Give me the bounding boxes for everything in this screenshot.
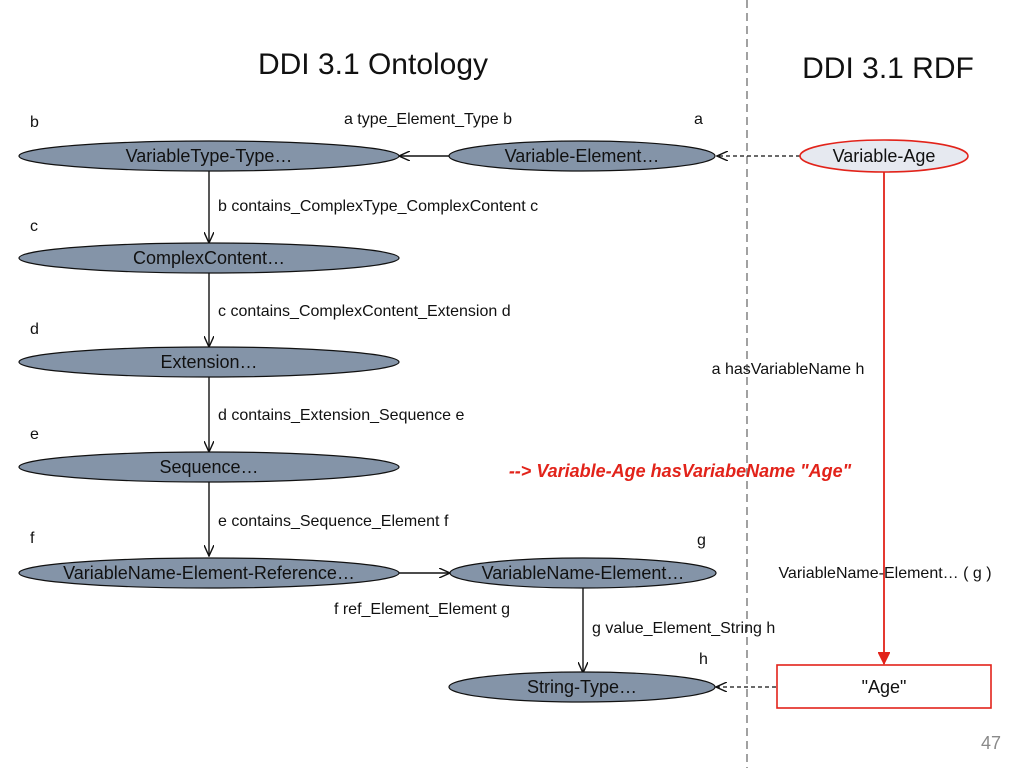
edge-label-contains-sequence: d contains_Extension_Sequence e [218, 407, 465, 424]
node-variable-type-type-label: VariableType-Type… [126, 146, 293, 166]
letter-e: e [30, 426, 39, 443]
letter-f: f [30, 530, 35, 547]
letter-a: a [694, 111, 703, 128]
edge-label-contains-extension: c contains_ComplexContent_Extension d [218, 303, 511, 320]
node-complex-content-label: ComplexContent… [133, 248, 285, 268]
letter-d: d [30, 321, 39, 338]
edge-label-contains-complex-content: b contains_ComplexType_ComplexContent c [218, 198, 538, 215]
node-variable-type-type: VariableType-Type… [18, 140, 400, 172]
node-variable-name-element: VariableName-Element… [449, 557, 717, 589]
node-variable-name-element-label: VariableName-Element… [482, 563, 685, 583]
edge-label-has-variable-name: a hasVariableName h [712, 361, 865, 378]
letter-c: c [30, 218, 38, 235]
rdf-literal-age-label: "Age" [862, 677, 907, 697]
ontology-title: DDI 3.1 Ontology [258, 48, 488, 81]
node-string-type: String-Type… [448, 671, 716, 703]
node-variable-element-label: Variable-Element… [505, 146, 660, 166]
node-variable-name-element-reference: VariableName-Element-Reference… [18, 557, 400, 589]
node-variable-element: Variable-Element… [448, 140, 716, 172]
rdf-literal-age: "Age" [776, 664, 992, 709]
page-number: 47 [981, 733, 1001, 753]
inferred-triple: --> Variable-Age hasVariabeName "Age" [509, 461, 852, 481]
letter-g: g [697, 532, 706, 549]
node-variable-name-element-reference-label: VariableName-Element-Reference… [63, 563, 355, 583]
node-extension-label: Extension… [160, 352, 257, 372]
node-complex-content: ComplexContent… [18, 242, 400, 274]
rdf-node-variable-age-label: Variable-Age [833, 146, 936, 166]
rdf-title: DDI 3.1 RDF [802, 52, 974, 85]
node-sequence: Sequence… [18, 451, 400, 483]
rdf-variable-name-type-note: VariableName-Element… ( g ) [778, 565, 991, 582]
letter-h: h [699, 651, 708, 668]
edge-label-value-element-string: g value_Element_String h [592, 620, 775, 637]
rdf-node-variable-age: Variable-Age [799, 139, 969, 173]
node-extension: Extension… [18, 346, 400, 378]
edge-label-ref-element-element: f ref_Element_Element g [334, 601, 510, 618]
node-sequence-label: Sequence… [159, 457, 258, 477]
node-string-type-label: String-Type… [527, 677, 637, 697]
edge-label-type-element-type: a type_Element_Type b [344, 111, 512, 128]
edge-label-contains-sequence-element: e contains_Sequence_Element f [218, 513, 449, 530]
letter-b: b [30, 114, 39, 131]
